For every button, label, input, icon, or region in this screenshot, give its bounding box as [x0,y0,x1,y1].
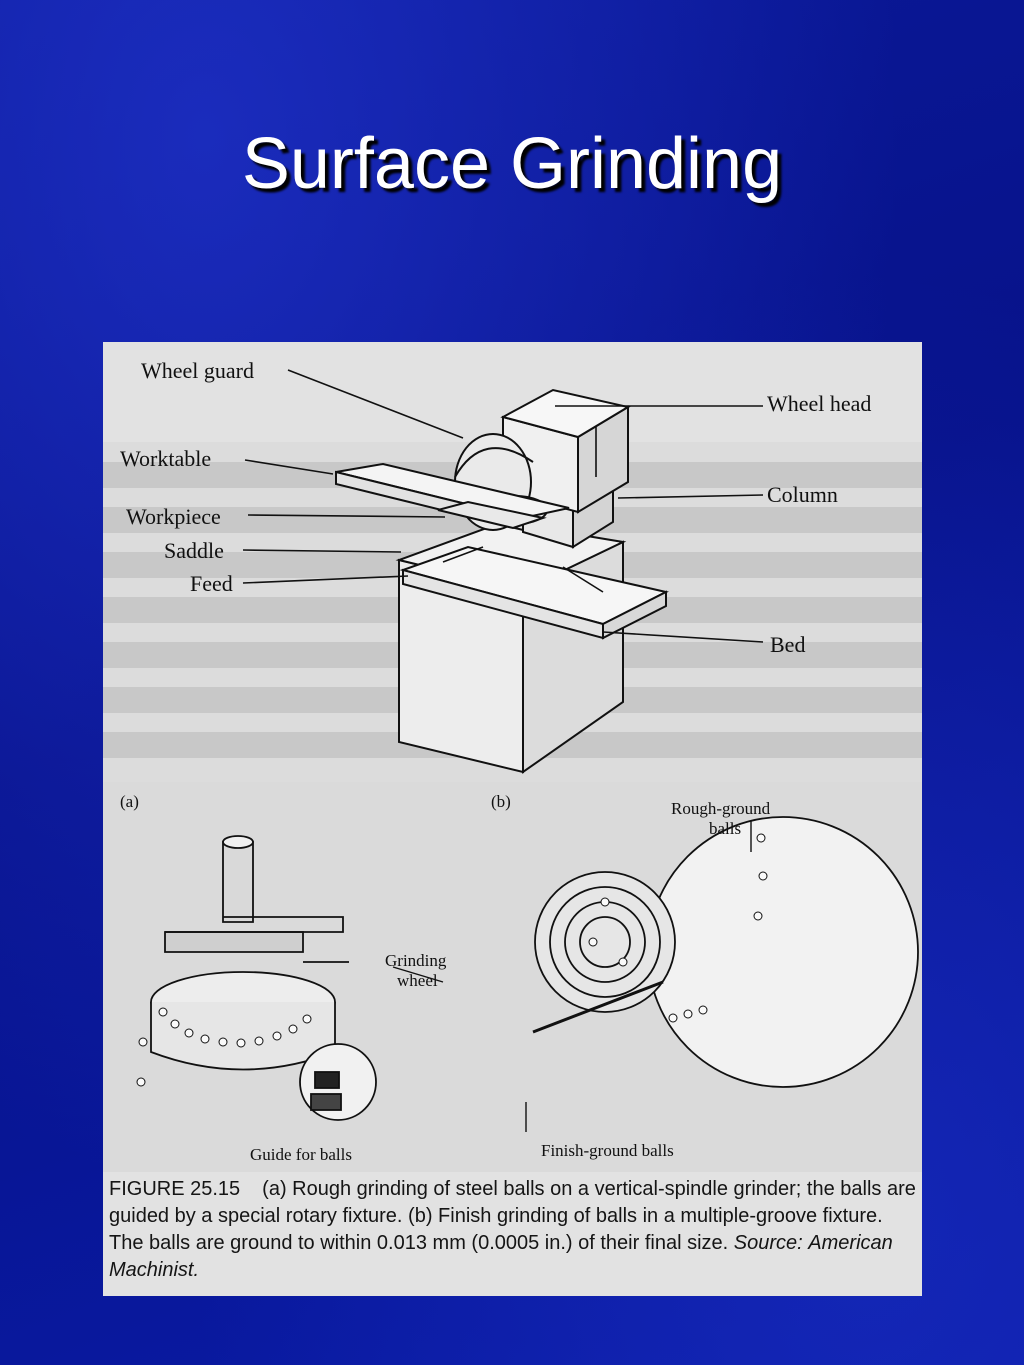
caption-source-label: Source: [733,1232,803,1254]
label-wheel-head: Wheel head [767,391,871,416]
label-panel-b: (b) [491,792,511,811]
ball-grinding-diagram [136,816,919,1132]
label-saddle: Saddle [164,538,224,563]
figure-panel: Wheel guard Wheel head Worktable Column … [103,342,922,1296]
label-wheel-guard: Wheel guard [141,358,254,383]
figure-drawing: Wheel guard Wheel head Worktable Column … [103,358,922,1164]
slide-title: Surface Grinding [241,124,783,204]
surface-grinder-diagram [242,369,764,774]
label-panel-a: (a) [120,792,139,811]
caption-figure-number: FIGURE 25.15 [109,1178,241,1200]
caption-source-value: American Machinist. [109,1232,893,1281]
label-guide-for-balls: Guide for balls [250,1145,352,1164]
label-grinding-wheel-line2: wheel [397,971,438,990]
label-grinding-wheel-line1: Grinding [385,951,447,970]
caption-text: (a) Rough grinding of steel balls on a v… [109,1178,916,1254]
label-worktable: Worktable [120,446,211,471]
figure-caption: FIGURE 25.15(a) Rough grinding of steel … [109,1176,917,1284]
label-workpiece: Workpiece [126,504,221,529]
label-bed: Bed [770,632,805,657]
label-feed: Feed [190,571,233,596]
label-rough-ground-line1: Rough-ground [671,799,771,818]
label-column: Column [767,482,838,507]
label-rough-ground-line2: balls [709,819,741,838]
label-finish-ground-balls: Finish-ground balls [541,1141,674,1160]
